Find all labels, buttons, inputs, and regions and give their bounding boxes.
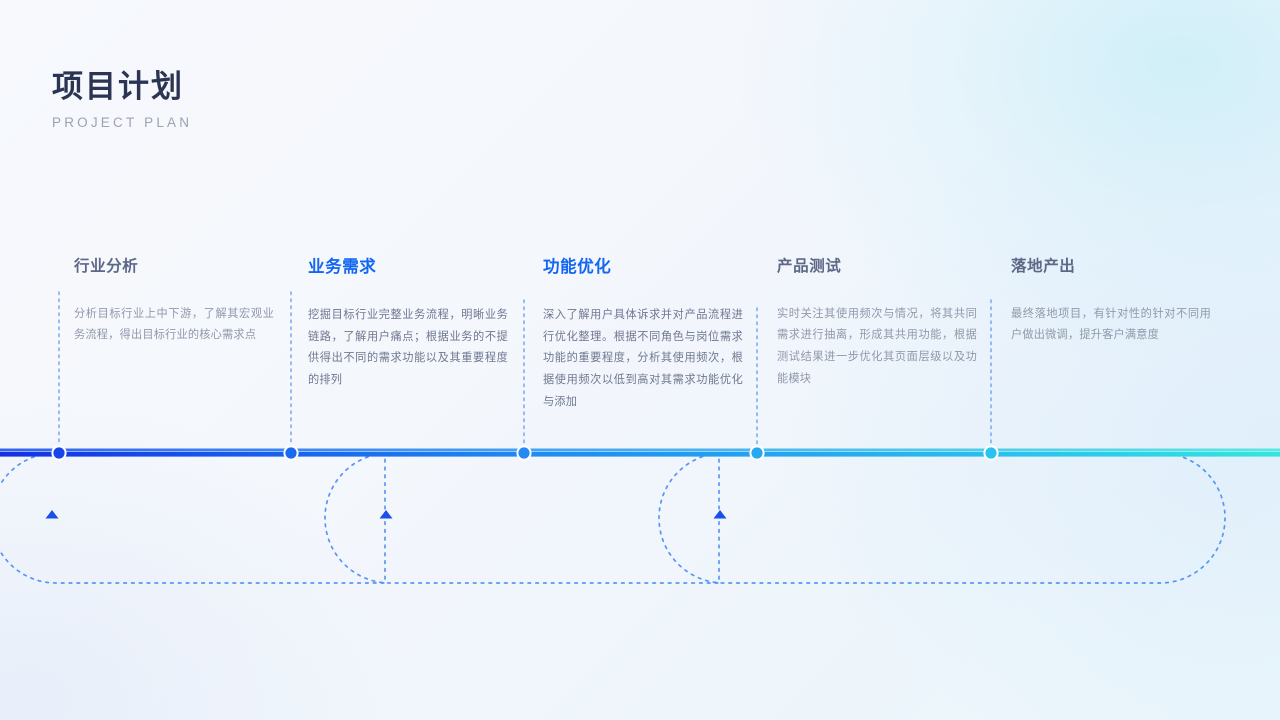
arrow-markers: [45, 510, 727, 519]
step-heading-2: 业务需求: [308, 258, 377, 276]
step-heading-5: 落地产出: [1011, 258, 1076, 275]
step-heading-3: 功能优化: [543, 258, 612, 276]
dotted-pill-1: [0, 452, 386, 584]
arrow-marker-2: [379, 510, 393, 519]
step-item-4[interactable]: 产品测试 实时关注其使用频次与情况，将其共同需求进行抽离，形成其共用功能，根据测…: [777, 258, 977, 402]
arrow-marker-3: [713, 510, 727, 519]
step-item-2[interactable]: 业务需求 挖掘目标行业完整业务流程，明晰业务链路，了解用户痛点；根据业务的不提供…: [308, 258, 508, 403]
step-body-1: 分析目标行业上中下游，了解其宏观业务流程，得出目标行业的核心需求点: [74, 307, 274, 342]
page-subtitle: PROJECT PLAN: [52, 115, 193, 131]
step-heading-1: 行业分析: [74, 258, 139, 275]
page-title: 项目计划: [52, 69, 184, 104]
step-heading-4: 产品测试: [777, 258, 842, 275]
step-item-3[interactable]: 功能优化 深入了解用户具体诉求并对产品流程进行优化整理。根据不同角色与岗位需求功…: [543, 258, 743, 425]
step-body-2: 挖掘目标行业完整业务流程，明晰业务链路，了解用户痛点；根据业务的不提供得出不同的…: [308, 308, 508, 387]
page-header: 项目计划 PROJECT PLAN: [52, 69, 193, 131]
timeline-line-main: [0, 452, 1280, 457]
step-body-4: 实时关注其使用频次与情况，将其共同需求进行抽离，形成其共用功能，根据测试结果进一…: [777, 307, 977, 386]
steps-container: 行业分析 分析目标行业上中下游，了解其宏观业务流程，得出目标行业的核心需求点 业…: [0, 258, 1280, 448]
timeline-line-upper: [0, 448, 1280, 452]
dotted-pill-2: [324, 452, 720, 584]
step-body-3: 深入了解用户具体诉求并对产品流程进行优化整理。根据不同角色与岗位需求功能的重要程…: [543, 308, 743, 409]
step-item-1[interactable]: 行业分析 分析目标行业上中下游，了解其宏观业务流程，得出目标行业的核心需求点: [74, 258, 274, 358]
arrow-marker-1: [45, 510, 59, 519]
step-item-5[interactable]: 落地产出 最终落地项目，有针对性的针对不同用户做出微调，提升客户满意度: [1011, 258, 1211, 358]
step-body-5: 最终落地项目，有针对性的针对不同用户做出微调，提升客户满意度: [1011, 307, 1211, 342]
dotted-pill-3: [658, 452, 1226, 584]
